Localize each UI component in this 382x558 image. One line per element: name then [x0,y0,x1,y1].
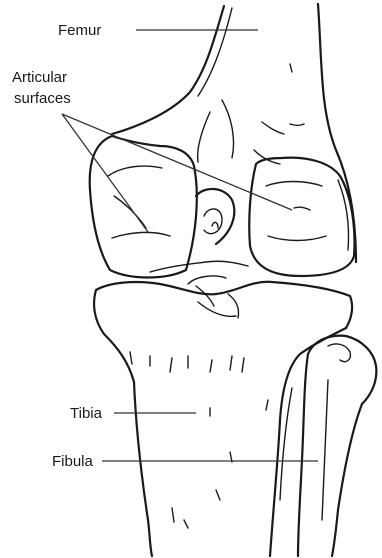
fibula-label: Fibula [52,453,94,470]
tibia-bone [94,282,352,556]
articular-label-line2: surfaces [14,90,71,107]
articular-label-line1: Articular [12,69,67,86]
tibia-label: Tibia [70,405,103,422]
femur-bone [112,4,356,262]
fibula-bone [298,336,376,556]
labels: Femur Articular surfaces Tibia Fibula [12,22,103,470]
medial-condyle [90,136,197,278]
lateral-condyle [249,158,354,276]
femur-label: Femur [58,22,101,39]
